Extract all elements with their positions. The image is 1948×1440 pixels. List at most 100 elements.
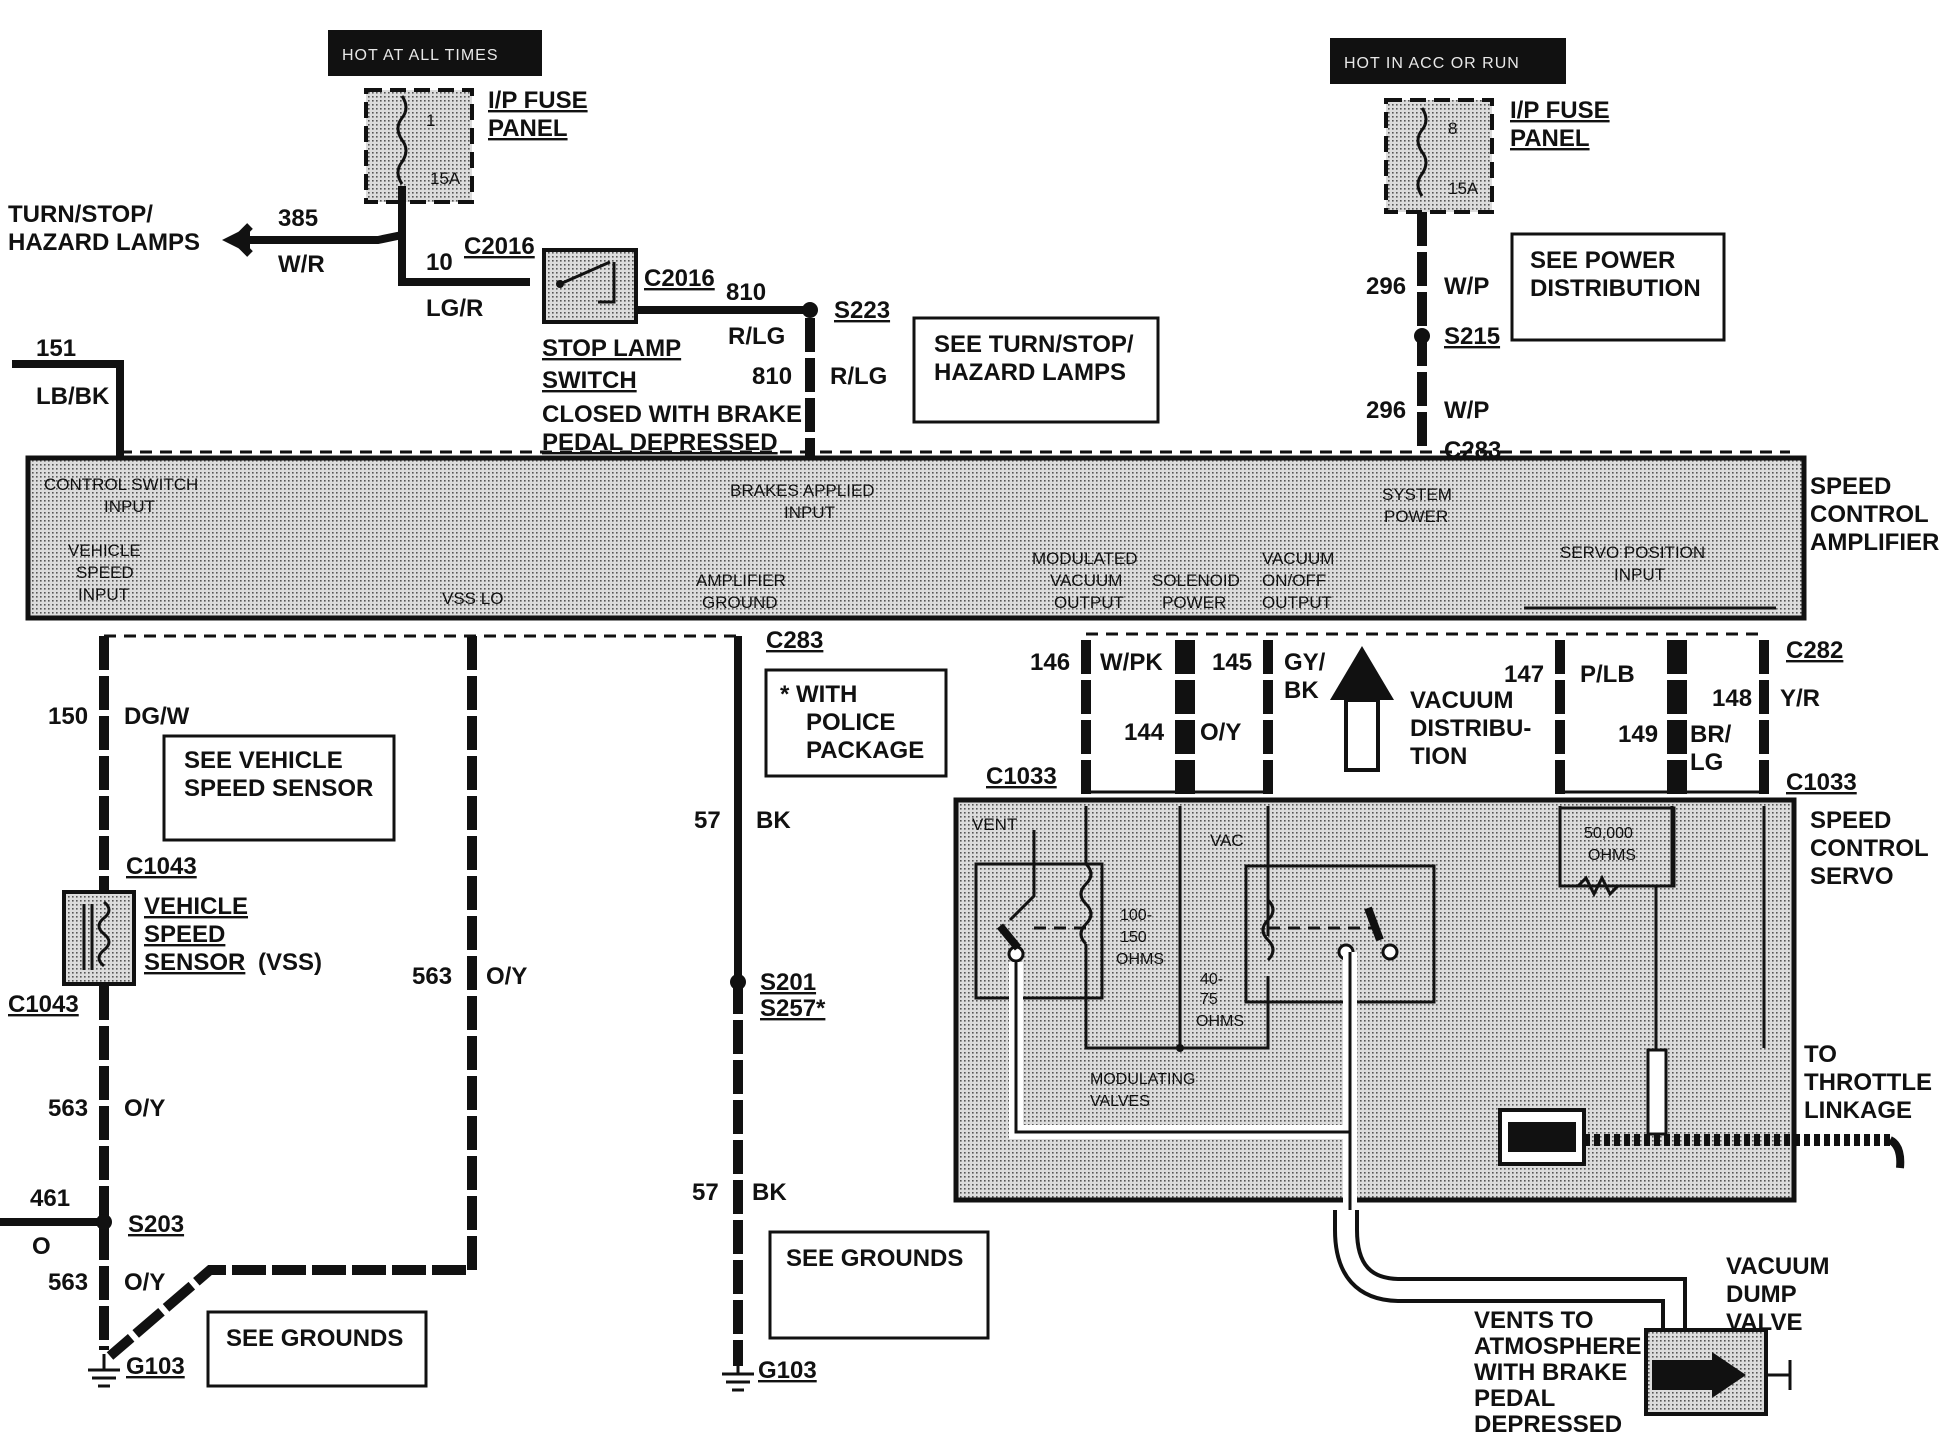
svg-text:VALVE: VALVE xyxy=(1726,1309,1802,1336)
svg-text:OHMS: OHMS xyxy=(1196,1013,1244,1030)
svg-text:VAC: VAC xyxy=(1210,831,1244,850)
svg-text:C282: C282 xyxy=(1786,637,1843,664)
svg-text:296: 296 xyxy=(1366,397,1406,424)
note-see-grounds-left: SEE GROUNDS xyxy=(206,1310,428,1388)
note-see-power-distribution: SEE POWER DISTRIBUTION xyxy=(1510,232,1726,342)
svg-text:VEHICLE: VEHICLE xyxy=(144,893,248,920)
splice-s201 xyxy=(730,974,746,990)
vacuum-dump-valve xyxy=(1644,1328,1792,1416)
svg-text:I/P FUSE: I/P FUSE xyxy=(1510,97,1610,124)
svg-text:DEPRESSED: DEPRESSED xyxy=(1474,1411,1622,1438)
svg-text:150: 150 xyxy=(48,703,88,730)
svg-text:810: 810 xyxy=(752,363,792,390)
svg-text:C1033: C1033 xyxy=(986,763,1057,790)
svg-text:W/R: W/R xyxy=(278,251,325,278)
svg-text:296: 296 xyxy=(1366,273,1406,300)
svg-text:VENTS TO: VENTS TO xyxy=(1474,1307,1594,1334)
svg-text:PANEL: PANEL xyxy=(488,115,568,142)
svg-text:CONTROL SWITCH: CONTROL SWITCH xyxy=(44,475,198,494)
svg-text:40-: 40- xyxy=(1200,971,1223,988)
svg-text:SEE POWER: SEE POWER xyxy=(1530,247,1675,274)
stop-lamp-switch: C2016 xyxy=(542,248,715,324)
svg-text:15A: 15A xyxy=(430,169,461,188)
svg-text:SPEED: SPEED xyxy=(76,563,134,582)
svg-text:563: 563 xyxy=(48,1095,88,1122)
turn-stop-arrow-icon xyxy=(222,226,250,254)
speed-control-amplifier: CONTROL SWITCH INPUT VEHICLE SPEED INPUT… xyxy=(25,455,1807,621)
svg-text:C1043: C1043 xyxy=(8,991,79,1018)
svg-text:DISTRIBUTION: DISTRIBUTION xyxy=(1530,275,1701,302)
svg-text:147: 147 xyxy=(1504,661,1544,688)
svg-text:57: 57 xyxy=(692,1179,719,1206)
svg-text:HOT IN ACC OR RUN: HOT IN ACC OR RUN xyxy=(1344,55,1520,72)
svg-text:BR/: BR/ xyxy=(1690,721,1732,748)
note-see-vehicle-speed-sensor: SEE VEHICLE SPEED SENSOR xyxy=(162,734,396,842)
svg-text:VACUUM: VACUUM xyxy=(1050,571,1122,590)
svg-text:HAZARD LAMPS: HAZARD LAMPS xyxy=(8,229,200,256)
svg-text:AMPLIFIER: AMPLIFIER xyxy=(1810,529,1939,556)
svg-text:C283: C283 xyxy=(766,627,823,654)
vacuum-distribution-label: VACUUM xyxy=(1410,687,1514,714)
svg-text:VENT: VENT xyxy=(972,815,1017,834)
svg-text:CONTROL: CONTROL xyxy=(1810,835,1929,862)
vehicle-speed-sensor: VEHICLE SPEED SENSOR (VSS) xyxy=(62,890,322,986)
svg-text:SYSTEM: SYSTEM xyxy=(1382,485,1452,504)
vacuum-distribution-arrow-icon xyxy=(1330,646,1394,772)
svg-text:15A: 15A xyxy=(1448,179,1479,198)
svg-text:(VSS): (VSS) xyxy=(258,949,322,976)
svg-text:O/Y: O/Y xyxy=(124,1269,165,1296)
note-police-package: * WITH POLICE PACKAGE xyxy=(764,668,948,778)
svg-text:S257*: S257* xyxy=(760,995,826,1022)
svg-text:149: 149 xyxy=(1618,721,1658,748)
svg-text:OUTPUT: OUTPUT xyxy=(1054,593,1124,612)
svg-text:SPEED SENSOR: SPEED SENSOR xyxy=(184,775,373,802)
svg-text:146: 146 xyxy=(1030,649,1070,676)
splice-s203 xyxy=(96,1214,112,1230)
speed-control-servo: VENT VAC 100- 150 OHMS 40- 75 OHMS 50,00… xyxy=(953,797,1905,1210)
svg-text:C2016: C2016 xyxy=(644,265,715,292)
svg-text:LG/R: LG/R xyxy=(426,295,483,322)
svg-text:CLOSED WITH BRAKE: CLOSED WITH BRAKE xyxy=(542,401,802,428)
svg-text:POWER: POWER xyxy=(1162,593,1226,612)
svg-text:8: 8 xyxy=(1448,119,1457,138)
svg-text:SERVO: SERVO xyxy=(1810,863,1894,890)
svg-text:LG: LG xyxy=(1690,749,1723,776)
throttle-linkage-label: TO xyxy=(1804,1041,1837,1068)
svg-text:DG/W: DG/W xyxy=(124,703,190,730)
svg-text:VSS LO: VSS LO xyxy=(442,589,503,608)
splice-s223 xyxy=(802,302,818,318)
svg-text:148: 148 xyxy=(1712,685,1752,712)
servo-wires-left xyxy=(1081,632,1769,796)
svg-text:144: 144 xyxy=(1124,719,1165,746)
svg-text:1: 1 xyxy=(426,111,435,130)
svg-text:O: O xyxy=(32,1233,51,1260)
svg-text:I/P FUSE: I/P FUSE xyxy=(488,87,588,114)
svg-text:O/Y: O/Y xyxy=(1200,719,1241,746)
ground-g103-left: G103 xyxy=(88,1353,185,1388)
svg-text:LINKAGE: LINKAGE xyxy=(1804,1097,1912,1124)
note-see-turn-stop: SEE TURN/STOP/ HAZARD LAMPS xyxy=(912,316,1160,424)
svg-text:AMPLIFIER: AMPLIFIER xyxy=(696,571,786,590)
svg-text:R/LG: R/LG xyxy=(830,363,887,390)
svg-text:W/P: W/P xyxy=(1444,397,1489,424)
ground-g103-right: G103 xyxy=(722,1357,817,1392)
note-see-grounds-middle: SEE GROUNDS xyxy=(768,1230,990,1340)
fuse-panel-left: 1 15A I/P FUSE PANEL xyxy=(364,87,588,204)
svg-text:75: 75 xyxy=(1200,991,1218,1008)
svg-text:ON/OFF: ON/OFF xyxy=(1262,571,1326,590)
svg-text:GROUND: GROUND xyxy=(702,593,778,612)
svg-text:INPUT: INPUT xyxy=(1614,565,1665,584)
svg-text:STOP LAMP: STOP LAMP xyxy=(542,335,681,362)
svg-text:SEE VEHICLE: SEE VEHICLE xyxy=(184,747,343,774)
wire-563-vss-lo xyxy=(106,636,477,1360)
svg-text:O/Y: O/Y xyxy=(486,963,527,990)
hot-in-acc-or-run-label: HOT IN ACC OR RUN xyxy=(1330,38,1566,84)
svg-text:LB/BK: LB/BK xyxy=(36,383,110,410)
svg-text:SENSOR: SENSOR xyxy=(144,949,245,976)
svg-text:THROTTLE: THROTTLE xyxy=(1804,1069,1932,1096)
amplifier-title: SPEED xyxy=(1810,473,1891,500)
svg-text:TION: TION xyxy=(1410,743,1467,770)
svg-text:SEE GROUNDS: SEE GROUNDS xyxy=(786,1245,963,1272)
svg-text:POLICE: POLICE xyxy=(806,709,895,736)
